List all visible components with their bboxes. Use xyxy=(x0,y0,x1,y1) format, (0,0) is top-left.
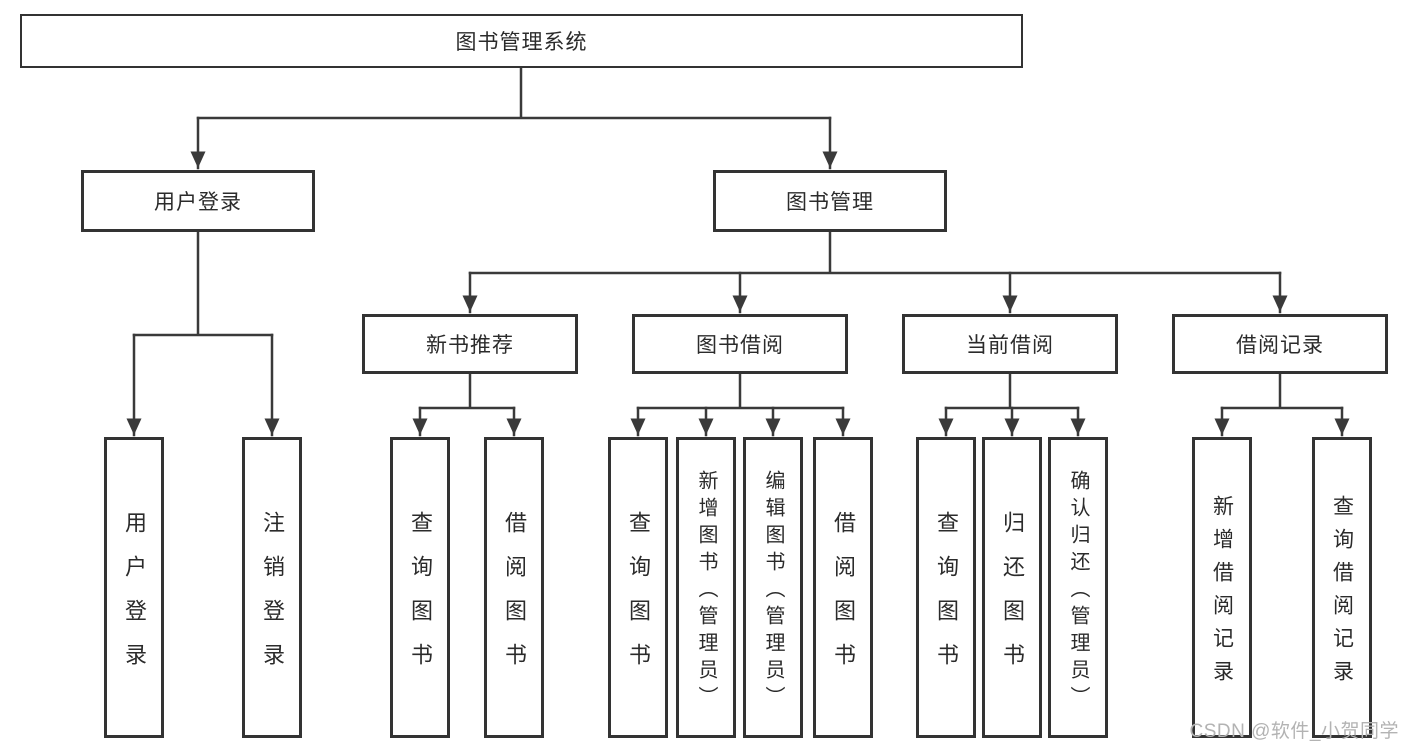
connector-root-branch xyxy=(196,66,832,120)
leaf-edit-book-admin-label: 编辑图书（管理员） xyxy=(762,469,784,713)
leaf-borrow-books-recommend-label: 借阅图书 xyxy=(502,510,527,687)
leaf-search-books-recommend-label: 查询图书 xyxy=(408,510,433,687)
leaf-add-borrow-record: 新增借阅记录 xyxy=(1192,437,1252,738)
leaf-edit-book-admin: 编辑图书（管理员） xyxy=(743,437,803,738)
leaf-logout: 注销登录 xyxy=(242,437,302,738)
leaf-search-books-borrowing-label: 查询图书 xyxy=(626,510,651,687)
leaf-search-books-current-label: 查询图书 xyxy=(934,510,959,687)
node-root: 图书管理系统 xyxy=(20,14,1023,68)
leaf-logout-label: 注销登录 xyxy=(260,510,285,687)
node-book-borrowing: 图书借阅 xyxy=(632,314,848,374)
node-current-borrowing-label: 当前借阅 xyxy=(966,334,1054,357)
leaf-user-login: 用户登录 xyxy=(104,437,164,738)
connector-user-login-branch xyxy=(132,230,274,337)
leaf-search-books-borrowing: 查询图书 xyxy=(608,437,668,738)
node-user-login-label: 用户登录 xyxy=(154,191,242,214)
connector-book-mgmt-branch xyxy=(468,230,1282,275)
node-root-label: 图书管理系统 xyxy=(455,31,588,54)
node-book-management: 图书管理 xyxy=(713,170,947,232)
node-book-borrowing-label: 图书借阅 xyxy=(696,334,784,357)
connector-new-book-branch xyxy=(418,372,516,410)
leaf-search-books-recommend: 查询图书 xyxy=(390,437,450,738)
connector-borrow-record-branch xyxy=(1220,372,1344,410)
leaf-confirm-return-admin: 确认归还（管理员） xyxy=(1048,437,1108,738)
csdn-watermark: CSDN @软件_小贺同学 xyxy=(1189,721,1399,742)
leaf-borrow-books-borrowing: 借阅图书 xyxy=(813,437,873,738)
node-borrowing-records-label: 借阅记录 xyxy=(1236,334,1324,357)
leaf-confirm-return-admin-label: 确认归还（管理员） xyxy=(1067,469,1089,713)
leaf-add-borrow-record-label: 新增借阅记录 xyxy=(1210,494,1234,693)
node-new-book-recommendation: 新书推荐 xyxy=(362,314,578,374)
node-book-management-label: 图书管理 xyxy=(786,191,874,214)
leaf-add-book-admin-label: 新增图书（管理员） xyxy=(695,469,717,713)
node-user-login: 用户登录 xyxy=(81,170,315,232)
node-borrowing-records: 借阅记录 xyxy=(1172,314,1388,374)
leaf-return-books-label: 归还图书 xyxy=(1000,510,1025,687)
connector-book-borrow-branch xyxy=(636,372,845,410)
leaf-return-books: 归还图书 xyxy=(982,437,1042,738)
leaf-add-book-admin: 新增图书（管理员） xyxy=(676,437,736,738)
connector-current-borrow-branch xyxy=(944,372,1080,410)
node-current-borrowing: 当前借阅 xyxy=(902,314,1118,374)
leaf-search-borrow-record: 查询借阅记录 xyxy=(1312,437,1372,738)
leaf-user-login-label: 用户登录 xyxy=(122,510,147,687)
leaf-search-borrow-record-label: 查询借阅记录 xyxy=(1330,494,1354,693)
node-new-book-recommendation-label: 新书推荐 xyxy=(426,334,514,357)
leaf-search-books-current: 查询图书 xyxy=(916,437,976,738)
leaf-borrow-books-recommend: 借阅图书 xyxy=(484,437,544,738)
leaf-borrow-books-borrowing-label: 借阅图书 xyxy=(831,510,856,687)
